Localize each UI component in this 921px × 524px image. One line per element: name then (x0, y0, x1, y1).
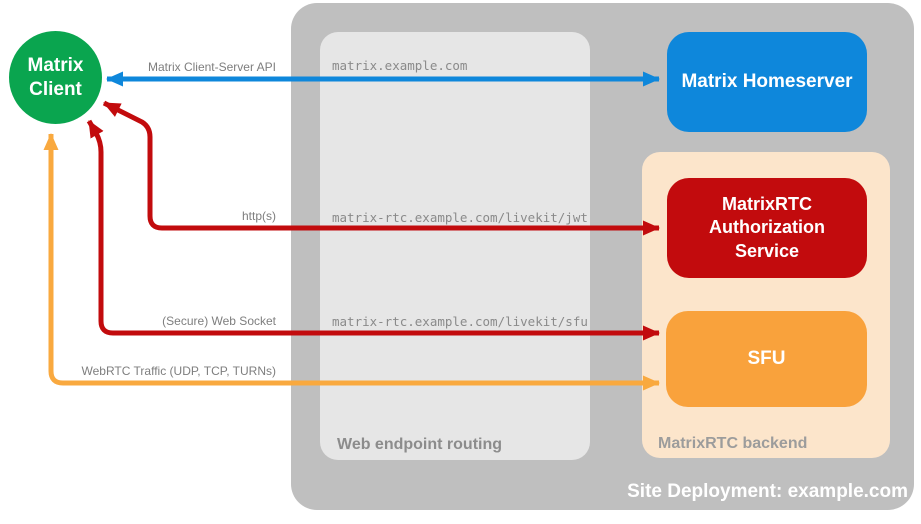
matrix-homeserver-node: Matrix Homeserver (667, 32, 867, 132)
endpoint-livekit-jwt: matrix-rtc.example.com/livekit/jwt (332, 210, 588, 225)
endpoint-matrix-domain: matrix.example.com (332, 58, 468, 73)
https-label: http(s) (241, 209, 276, 223)
sfu-label: SFU (747, 348, 786, 369)
sfu-node: SFU (666, 311, 867, 407)
web-endpoint-routing-box (320, 32, 590, 460)
client-server-api-label: Matrix Client-Server API (147, 60, 276, 74)
web-socket-label: (Secure) Web Socket (162, 314, 276, 328)
site-deployment-title: Site Deployment: example.com (627, 481, 908, 502)
matrix-client-node: Matrix Client (9, 31, 102, 124)
matrix-client-label: Matrix Client (27, 54, 84, 100)
endpoint-livekit-sfu: matrix-rtc.example.com/livekit/sfu (332, 314, 588, 329)
matrixrtc-authorization-service-label: MatrixRTC Authorization Service (709, 193, 825, 261)
matrixrtc-authorization-service-node: MatrixRTC Authorization Service (667, 178, 867, 278)
web-endpoint-routing-title: Web endpoint routing (337, 436, 503, 453)
webrtc-traffic-label: WebRTC Traffic (UDP, TCP, TURNs) (81, 364, 277, 378)
matrix-homeserver-label: Matrix Homeserver (681, 71, 853, 92)
matrixrtc-backend-title: MatrixRTC backend (658, 435, 808, 452)
